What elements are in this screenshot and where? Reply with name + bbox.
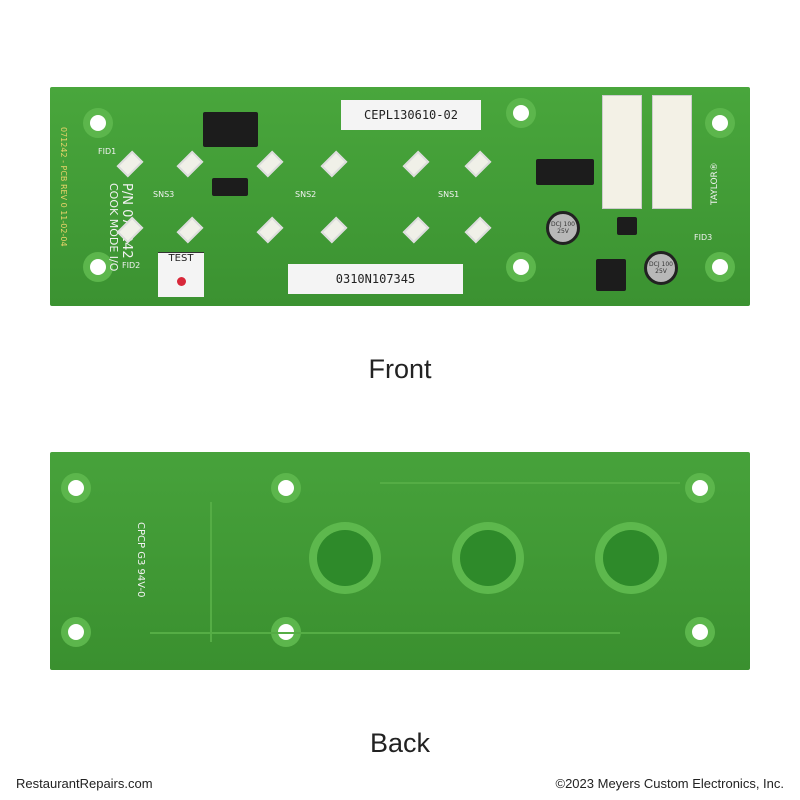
sensor-label: SNS2 xyxy=(295,190,317,199)
sensor-ring xyxy=(317,530,373,586)
mounting-hole xyxy=(90,259,106,275)
revision-text: 071242 - PCB REV 0 11-02-04 xyxy=(59,127,68,247)
board-name: COOK MODE I/O xyxy=(107,183,120,272)
capacitor: DCJ 100 25V xyxy=(546,211,580,245)
ic-chip xyxy=(536,159,594,185)
led xyxy=(176,150,204,178)
ic-chip xyxy=(212,178,248,196)
sensor-ring xyxy=(460,530,516,586)
serial-label: CEPL130610-02 xyxy=(341,100,481,130)
test-mark xyxy=(177,277,186,286)
mounting-hole xyxy=(68,480,84,496)
mounting-hole xyxy=(712,259,728,275)
test-label: TEST xyxy=(158,252,204,297)
mounting-hole xyxy=(513,105,529,121)
mounting-hole xyxy=(712,115,728,131)
led xyxy=(320,150,348,178)
led xyxy=(256,216,284,244)
pcb-back-photo: CPCP G3 94V-0 xyxy=(50,452,750,670)
board-marking: CPCP G3 94V-0 xyxy=(135,522,146,598)
led xyxy=(464,150,492,178)
capacitor: DCJ 100 25V xyxy=(644,251,678,285)
footer-copyright: ©2023 Meyers Custom Electronics, Inc. xyxy=(555,776,785,791)
fiducial-label: FID2 xyxy=(122,261,141,270)
front-caption: Front xyxy=(368,354,432,384)
trace xyxy=(210,502,212,642)
led xyxy=(256,150,284,178)
fiducial-label: FID3 xyxy=(694,233,713,242)
led xyxy=(320,216,348,244)
mounting-hole xyxy=(513,259,529,275)
mounting-hole xyxy=(692,480,708,496)
connector xyxy=(652,95,692,209)
mounting-hole xyxy=(278,480,294,496)
led xyxy=(176,216,204,244)
brand-text: TAYLOR® xyxy=(710,162,720,205)
led xyxy=(464,216,492,244)
sensor-label: SNS3 xyxy=(153,190,175,199)
ic-chip xyxy=(617,217,637,235)
pcb-front-photo: P/N 071242 COOK MODE I/O 071242 - PCB RE… xyxy=(50,87,750,306)
mounting-hole xyxy=(68,624,84,640)
barcode-label: 0310N107345 xyxy=(288,264,463,294)
back-caption: Back xyxy=(369,728,431,758)
regulator-chip xyxy=(596,259,626,291)
connector xyxy=(602,95,642,209)
trace xyxy=(380,482,680,484)
fiducial-label: FID1 xyxy=(98,147,117,156)
mounting-hole xyxy=(692,624,708,640)
footer-site: RestaurantRepairs.com xyxy=(16,776,153,791)
mounting-hole xyxy=(90,115,106,131)
trace xyxy=(150,632,620,634)
led xyxy=(116,150,144,178)
sensor-ring xyxy=(603,530,659,586)
led xyxy=(402,216,430,244)
led xyxy=(402,150,430,178)
ic-chip xyxy=(203,112,258,147)
sensor-label: SNS1 xyxy=(438,190,460,199)
